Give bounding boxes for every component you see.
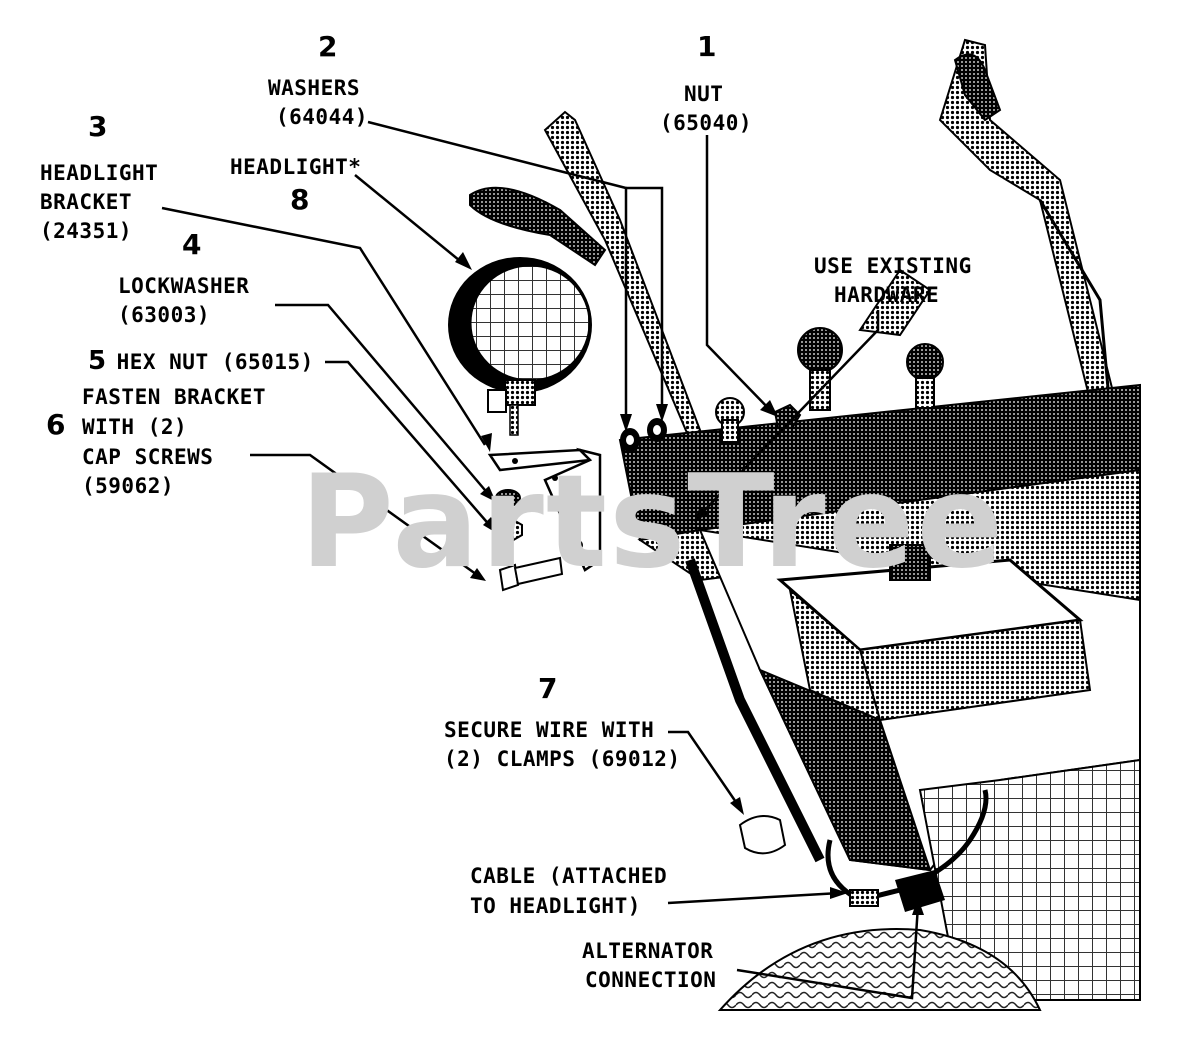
part-6-code: (59062) (82, 474, 175, 498)
headlight-bracket (487, 447, 602, 572)
part-4-code: (63003) (118, 303, 211, 327)
part-2-number: 2 (318, 30, 338, 63)
part-5-number: 5 (88, 346, 107, 376)
cable (825, 789, 989, 912)
headlight (448, 257, 592, 436)
part-1-code: (65040) (660, 111, 753, 135)
part-6-number: 6 (46, 408, 66, 441)
part-2-code: (64044) (276, 105, 369, 129)
engine-body (685, 528, 1141, 1001)
wheel (717, 928, 1042, 1011)
watermark: PartsTree (300, 448, 1006, 597)
existing-hardware-note-line-1: USE EXISTING (814, 254, 972, 278)
part-7-line-1: SECURE WIRE WITH (444, 718, 655, 742)
arrow-heads (455, 252, 924, 915)
cable-note-line-2: TO HEADLIGHT) (470, 894, 641, 918)
part-2-name: WASHERS (268, 76, 361, 100)
part-3-number: 3 (88, 110, 108, 143)
existing-hardware-note-line-2: HARDWARE (834, 283, 940, 307)
small-hardware (495, 403, 802, 855)
part-3-name-line-1: HEADLIGHT (40, 161, 159, 185)
part-7-number: 7 (538, 672, 558, 705)
alternator-note-line-1: ALTERNATOR (582, 939, 714, 963)
part-3-code: (24351) (40, 219, 133, 243)
right-handle (858, 38, 1122, 421)
part-6-line-1: FASTEN BRACKET (82, 385, 267, 409)
part-6-line-2: WITH (2) (82, 415, 188, 439)
part-1-name: NUT (684, 82, 724, 106)
part-5-name: HEX NUT (65015) (116, 350, 314, 374)
leader-lines (161, 120, 920, 1000)
part-6-line-3: CAP SCREWS (82, 445, 214, 469)
part-8-name: HEADLIGHT* (230, 155, 362, 179)
alternator-note-line-2: CONNECTION (585, 968, 717, 992)
part-8-number: 8 (290, 183, 310, 216)
part-4-number: 4 (182, 228, 202, 261)
part-5-label: 5 HEX NUT (65015) (88, 347, 314, 377)
part-1-number: 1 (697, 30, 717, 63)
part-3-name-line-2: BRACKET (40, 190, 133, 214)
cable-note-line-1: CABLE (ATTACHED (470, 864, 668, 888)
part-7-line-2: (2) CLAMPS (69012) (444, 747, 681, 771)
part-4-name: LOCKWASHER (118, 274, 250, 298)
